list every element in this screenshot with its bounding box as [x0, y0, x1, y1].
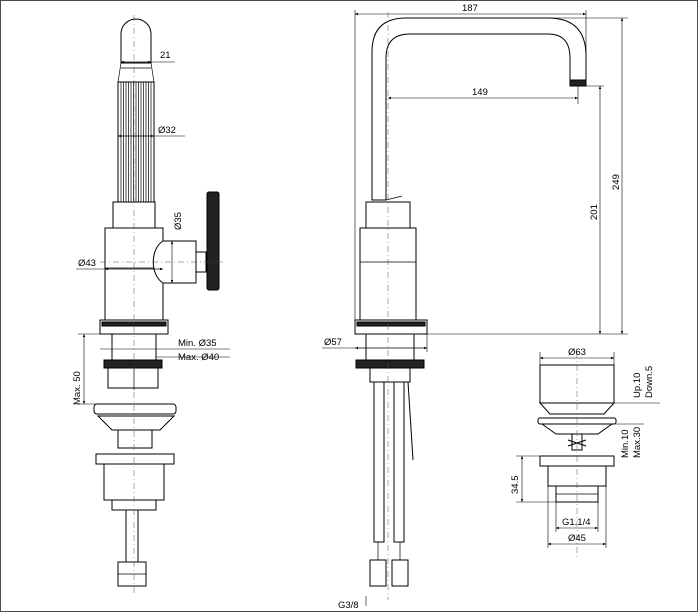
dim-spout-reach: 149: [472, 87, 488, 98]
front-waste-flange: [95, 453, 175, 465]
front-hose: [125, 509, 139, 563]
front-view: 21 Ø32 Ø35 Ø43 Min. Ø35 Max. Ø40 Max. 50: [72, 15, 230, 595]
side-locknut: [355, 359, 425, 369]
dim-stroke-min: Min.10: [620, 429, 631, 458]
dim-stroke-down: Down.5: [644, 366, 655, 398]
side-hose-nut-right: [391, 559, 409, 587]
dim-handle-diameter: Ø32: [158, 125, 176, 136]
dim-mounting-max: Max. Ø40: [178, 352, 219, 363]
waste-view: Ø63 Up.10 Down.5 Min.10 Max.30 34.5 G1.1…: [510, 347, 660, 560]
dim-flange-diameter: Ø45: [568, 533, 586, 544]
dim-lever-diameter: Ø35: [173, 212, 184, 230]
lever-disc: [206, 191, 220, 291]
dim-deck-thickness: Max. 50: [72, 371, 83, 405]
knurled-handle: [117, 62, 155, 203]
dim-mounting-min: Min. Ø35: [178, 338, 217, 349]
side-hose-left: [373, 381, 385, 543]
dim-handle-width: 21: [160, 50, 171, 61]
front-waste-cap: [93, 403, 177, 415]
front-locknut: [103, 359, 163, 369]
dim-total-reach: 187: [462, 3, 478, 14]
dim-connection-thread: G3/8: [338, 600, 359, 611]
side-view: 187 149 249 201 Ø57 G3/8: [322, 3, 628, 611]
side-hose-nut-left: [369, 559, 387, 587]
dim-body-diameter: Ø43: [78, 258, 96, 269]
dim-stroke-up: Up.10: [632, 373, 643, 398]
dim-base-diameter: Ø57: [324, 337, 342, 348]
spout: [371, 17, 587, 201]
dim-waste-thread: G1.1/4: [562, 517, 591, 528]
side-hose-right: [393, 381, 405, 543]
side-shank: [365, 333, 415, 361]
dim-cap-diameter: Ø63: [568, 347, 586, 358]
dim-waste-height: 34.5: [510, 476, 521, 495]
dim-total-height: 249: [611, 174, 622, 190]
handle-cap: [120, 18, 152, 64]
spout-outlet: [569, 79, 587, 87]
dim-stroke-max: Max.30: [632, 427, 643, 458]
dim-spout-height: 201: [589, 204, 600, 220]
